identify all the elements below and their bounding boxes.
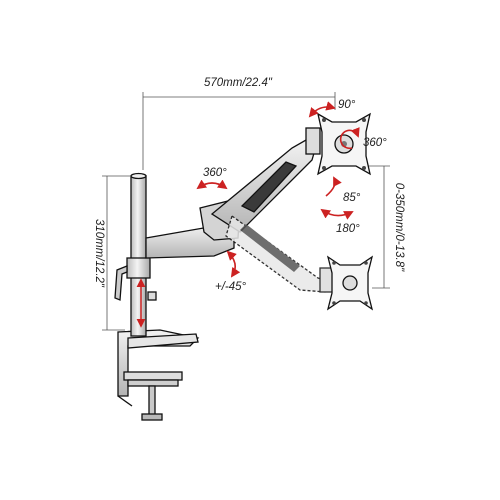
tilt-up-arrow [325, 176, 342, 197]
vesa-hole [362, 118, 366, 122]
pole-cap [130, 172, 147, 180]
elbow-tilt-arrow [226, 250, 241, 278]
mount-pole [114, 172, 157, 337]
arm-swivel-arrow [196, 179, 228, 190]
head-rotate-arrow [339, 127, 360, 150]
lowered-arm-slot [240, 224, 300, 272]
upper-arm-lowered [225, 214, 335, 293]
lowered-plate-hole [364, 301, 368, 305]
clamp-plate [123, 371, 183, 381]
clamp-knob [141, 413, 163, 421]
collar-stop [147, 291, 157, 301]
vesa-hole [322, 166, 326, 170]
arm-swivel-label: 360° [203, 167, 227, 179]
clamp-arm [127, 333, 199, 349]
vesa-hole [362, 166, 366, 170]
tilt-up-label: 85° [343, 192, 361, 204]
pole-collar [126, 257, 151, 279]
head-pan-label: 90° [338, 99, 356, 111]
reach-label: 570mm/22.4" [204, 77, 273, 89]
collar-lever [114, 265, 128, 301]
height-range-dimension: 0-350mm/0-13.8" [360, 165, 405, 289]
upper-arm-slot [240, 161, 298, 213]
pole-body [130, 175, 147, 337]
clamp-plate-lower [127, 379, 179, 387]
tilt-head [305, 127, 321, 155]
pole-height-label: 310mm/12.2" [93, 219, 105, 288]
lowered-plate-hub [342, 275, 358, 291]
vesa-hole [322, 118, 326, 122]
lowered-plate-hole [332, 261, 336, 265]
upper-arm-raised [210, 127, 321, 233]
reach-dimension: 570mm/22.4" [142, 77, 336, 170]
vesa-plate-lowered [326, 255, 374, 311]
desk-clamp [117, 329, 200, 421]
height-range-label: 0-350mm/0-13.8" [393, 183, 405, 272]
tilt-down-label: 180° [336, 223, 360, 235]
pole-height-dimension: 310mm/12.2" [93, 175, 130, 331]
lowered-plate-hole [364, 261, 368, 265]
head-pan-arrow [308, 101, 336, 118]
head-rotate-label: 360° [363, 137, 387, 149]
clamp-edge [117, 395, 133, 407]
clamp-screw [148, 385, 156, 417]
lowered-plate-hole [332, 301, 336, 305]
elbow-tilt-label: +/-45° [215, 281, 247, 293]
tilt-down-arrow [320, 208, 354, 220]
